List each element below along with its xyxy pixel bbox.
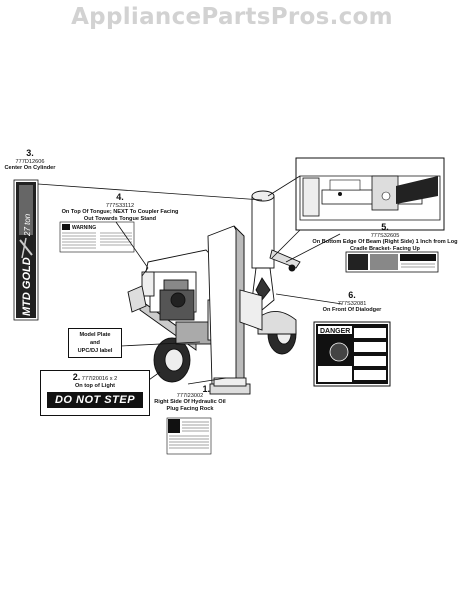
callout-5-number: 5. [381,222,389,232]
callout-5: 5. 777S32605 On Bottom Edge Of Beam (Rig… [310,222,460,252]
svg-text:DANGER: DANGER [320,328,350,335]
mtd-gold-text: MTD GOLD [21,257,33,316]
callout-3-note: Center On Cylinder [4,165,56,172]
callout-1-note: Right Side Of Hydraulic Oil Plug Facing … [154,399,226,412]
beam-decal [345,251,439,273]
callout-1-number: 1. [202,384,210,394]
callout-2-note: On top of Light [74,382,116,389]
beam-detail-box [295,157,445,231]
callout-6: 6. 777S32081 On Front Of Dialodger [304,290,400,314]
ton-text: 27 ton [23,213,32,237]
callout-6-note: On Front Of Dialodger [322,307,382,314]
model-plate-line3: UPC/DJ label [77,348,113,354]
mtd-gold-decal [13,179,39,321]
danger-decal: DANGER [313,321,391,387]
log-splitter-machine [127,190,301,395]
callout-2-part-number: 777I20016 x 2 [81,376,118,382]
callout-2: 2. 777I20016 x 2 On top of Light [41,372,149,389]
callout-4: 4. 777S33112 On Top Of Tongue; NEXT To C… [60,192,180,222]
callout-3: 3. 777D12606 Center On Cylinder [0,148,60,172]
callout-1-part-number: 777I23002 [176,392,204,399]
oil-decal [166,417,212,455]
callout-5-note: On Bottom Edge Of Beam (Right Side) 1 In… [312,239,458,252]
callout-4-note: On Top Of Tongue; NEXT To Coupler Facing… [61,209,179,222]
callout-2-box: 2. 777I20016 x 2 On top of Light DO NOT … [40,370,150,416]
callout-5-part-number: 777S32605 [370,232,400,239]
callout-2-number: 2. [72,372,81,382]
callout-4-part-number: 777S33112 [105,202,135,209]
model-plate-label: Model Plate and UPC/DJ label [68,328,122,358]
warning-decal: WARNING [59,221,135,253]
leader-lines [37,175,343,403]
do-not-step-decal: DO NOT STEP [47,392,143,409]
watermark: AppliancePartsPros.com [71,4,393,30]
callout-1: 1. 777I23002 Right Side Of Hydraulic Oil… [150,384,230,412]
callout-3-part-number: 777D12606 [15,158,45,165]
model-plate-line1: Model Plate [79,332,111,338]
model-plate-line2: and [90,340,100,346]
svg-text:WARNING: WARNING [72,225,96,231]
callout-4-number: 4. [116,192,124,202]
callout-6-number: 6. [348,290,356,300]
callout-6-part-number: 777S32081 [337,300,367,307]
callout-3-number: 3. [26,148,34,158]
